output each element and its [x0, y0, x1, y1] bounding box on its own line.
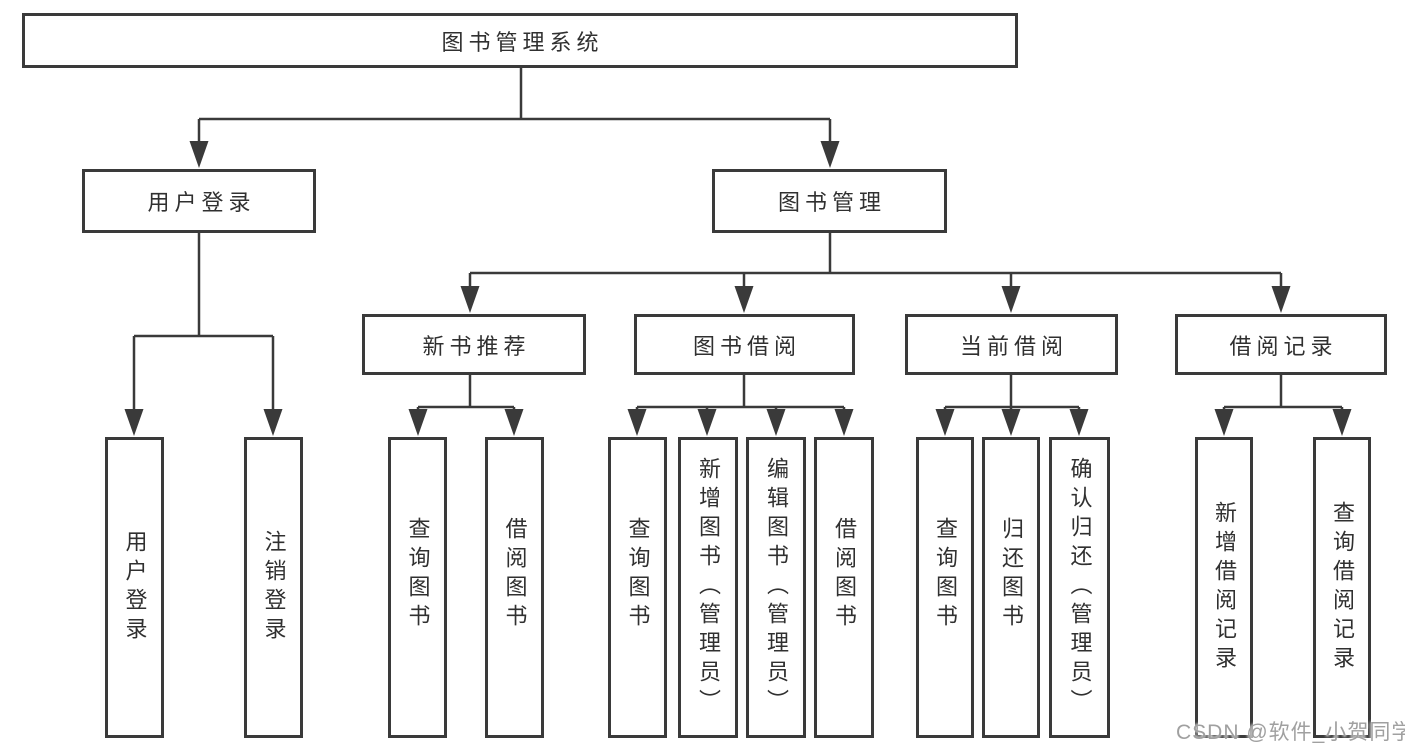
- leaf-borrowing-add-books-admin: 新增图书（管理员）: [678, 437, 738, 738]
- leaf-logout-login: 注销登录: [244, 437, 303, 738]
- node-current-borrowing: 当前借阅: [905, 314, 1118, 375]
- node-new-book-recommend: 新书推荐: [362, 314, 586, 375]
- node-borrow-records: 借阅记录: [1175, 314, 1387, 375]
- leaf-records-add-borrow-record: 新增借阅记录: [1195, 437, 1253, 738]
- csdn-watermark: CSDN @软件_小贺同学: [1176, 721, 1405, 744]
- leaf-borrowing-query-books: 查询图书: [608, 437, 667, 738]
- leaf-recommend-borrow-books: 借阅图书: [485, 437, 544, 738]
- leaf-records-query-borrow-record: 查询借阅记录: [1313, 437, 1371, 738]
- leaf-borrowing-borrow-books: 借阅图书: [814, 437, 874, 738]
- leaf-current-return-books: 归还图书: [982, 437, 1040, 738]
- leaf-user-login: 用户登录: [105, 437, 164, 738]
- leaf-borrowing-edit-books-admin: 编辑图书（管理员）: [746, 437, 806, 738]
- node-book-management: 图书管理: [712, 169, 947, 233]
- node-library-management-system: 图书管理系统: [22, 13, 1018, 68]
- leaf-recommend-query-books: 查询图书: [388, 437, 447, 738]
- node-user-login: 用户登录: [82, 169, 316, 233]
- node-book-borrowing: 图书借阅: [634, 314, 855, 375]
- leaf-current-query-books: 查询图书: [916, 437, 974, 738]
- leaf-current-confirm-return-admin: 确认归还（管理员）: [1049, 437, 1110, 738]
